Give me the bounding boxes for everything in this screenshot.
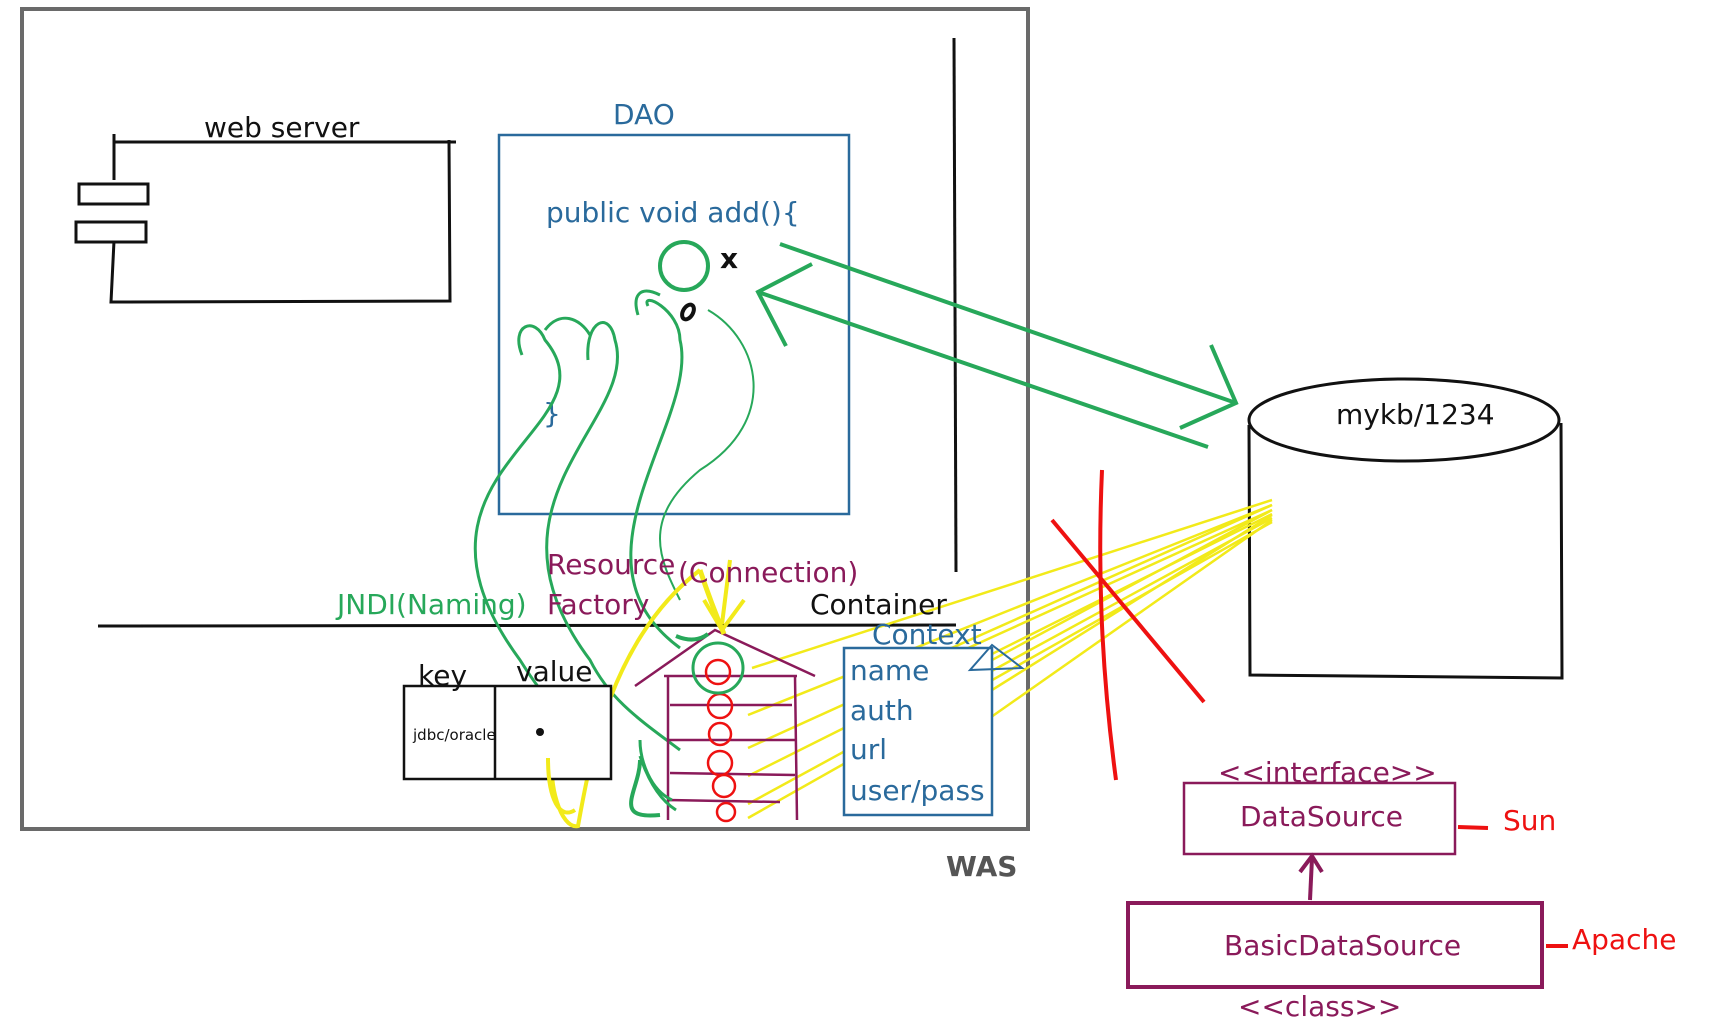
context-item-auth: auth (850, 694, 914, 727)
datasource-label: DataSource (1240, 800, 1403, 833)
web-server-label: web server (204, 111, 360, 144)
value-header: value (516, 655, 592, 688)
container-divider-horizontal (97, 623, 957, 628)
jndi-value-link (546, 757, 577, 815)
was-box (20, 7, 1030, 831)
class-stereotype: <<class>> (1238, 990, 1401, 1023)
db-label: mykb/1234 (1336, 398, 1495, 431)
resource-label: Resource (547, 548, 675, 581)
context-item-name: name (850, 654, 929, 687)
dao-code-line: public void add(){ (546, 196, 800, 229)
small-connection-dot (680, 302, 696, 322)
basic-datasource-label: BasicDataSource (1224, 929, 1461, 962)
dao-box: DAO public void add(){ } x (497, 98, 851, 516)
pool-to-db-lines (747, 498, 1273, 820)
inheritance-arrow (1298, 852, 1324, 901)
dao-closing-brace: } (543, 397, 561, 430)
was-label: WAS (946, 850, 1017, 883)
database-cylinder-icon: mykb/1234 (1247, 377, 1564, 680)
connection-pool-icon (634, 569, 816, 823)
pool-links (638, 739, 677, 812)
connection-x-label: x (720, 242, 738, 275)
web-server-component: web server (74, 111, 456, 304)
connection-object-icon (658, 240, 710, 292)
key-cell: jdbc/oracle (412, 726, 496, 744)
x-cross-mark-icon (1050, 469, 1206, 781)
component-icon (74, 182, 150, 244)
context-item-url: url (850, 733, 887, 766)
apache-label: Apache (1572, 923, 1676, 956)
dao-label: DAO (613, 98, 675, 131)
jndi-table: key value jdbc/oracle (402, 655, 613, 781)
datasource-interface: <<interface>> DataSource Sun (1182, 756, 1556, 856)
sun-label: Sun (1503, 804, 1556, 837)
jndi-label: JNDI(Naming) (335, 588, 527, 621)
connection-label: (Connection) (678, 556, 858, 589)
value-cell-dot (536, 728, 544, 736)
context-item-userpass: user/pass (850, 774, 985, 807)
key-header: key (418, 659, 467, 692)
context-tab-icon (967, 643, 1025, 672)
factory-label: Factory (547, 588, 649, 621)
context-box: Context name auth url user/pass (842, 618, 1025, 817)
context-label: Context (872, 618, 982, 651)
container-label: Container (810, 588, 947, 621)
db-connection-arrows (755, 242, 1239, 449)
basic-datasource-class: BasicDataSource Apache <<class>> (1126, 901, 1676, 1023)
